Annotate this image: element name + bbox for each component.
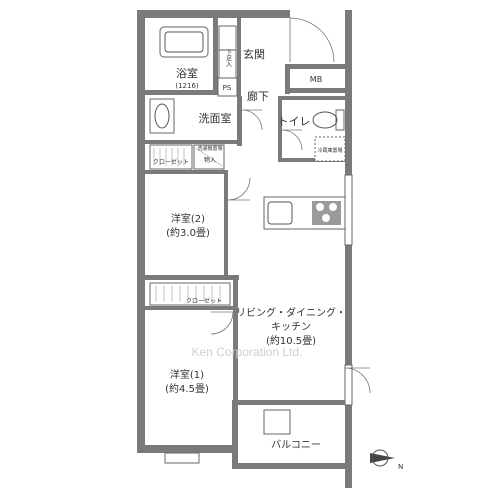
- corridor-label: 廊下: [247, 89, 269, 103]
- exterior-walls: [137, 10, 353, 488]
- washbasin: [149, 98, 175, 134]
- washer-space-label: 洗濯機置場: [197, 145, 222, 152]
- shoe-storage-label: 下足入: [225, 49, 232, 67]
- ps-label: PS: [223, 84, 232, 92]
- toilet-fixture: [312, 109, 345, 131]
- toilet-label: トイレ: [278, 115, 311, 128]
- interior-walls: [145, 18, 345, 405]
- compass-label: N: [398, 463, 403, 471]
- room2-size-label: (約3.0畳): [166, 226, 210, 239]
- fridge-space: [314, 136, 346, 162]
- closet-lower-label: クローゼット: [186, 297, 222, 305]
- doors: [210, 17, 371, 394]
- bathtub: [159, 26, 209, 58]
- room1-name-label: 洋室(1): [170, 368, 204, 381]
- closet-upper-label: クローゼット: [153, 158, 189, 166]
- balcony-label: バルコニー: [271, 439, 321, 451]
- ldk-line1-label: リビング・ダイニング・: [236, 306, 346, 319]
- room-labels: 浴室 (1216) 玄関 下足入 MB PS 廊下 洗面室 トイレ 洗濯機置場 …: [153, 47, 346, 451]
- washer-space: [193, 144, 225, 170]
- ps-box: [217, 77, 238, 97]
- closet-upper: [149, 144, 193, 170]
- bath-size-label: (1216): [175, 82, 199, 90]
- ldk-size-label: (約10.5畳): [266, 334, 316, 347]
- balcony-fixture: [164, 409, 291, 464]
- washroom-label: 洗面室: [199, 111, 232, 125]
- mb-label: MB: [310, 75, 322, 84]
- storage-label: 物入: [204, 156, 216, 164]
- bath-label: 浴室: [176, 66, 198, 80]
- fridge-label: 冷蔵庫置場: [317, 147, 342, 154]
- kitchen-counter: [263, 196, 346, 230]
- room1-size-label: (約4.5畳): [165, 382, 209, 395]
- entrance-label: 玄関: [243, 47, 265, 61]
- ldk-line2-label: キッチン: [271, 321, 311, 333]
- watermark-text: Ken Corporation Ltd.: [192, 345, 303, 359]
- north-arrow-icon: N: [370, 449, 403, 471]
- room2-name-label: 洋室(2): [171, 212, 205, 225]
- closet-lower: [149, 282, 231, 306]
